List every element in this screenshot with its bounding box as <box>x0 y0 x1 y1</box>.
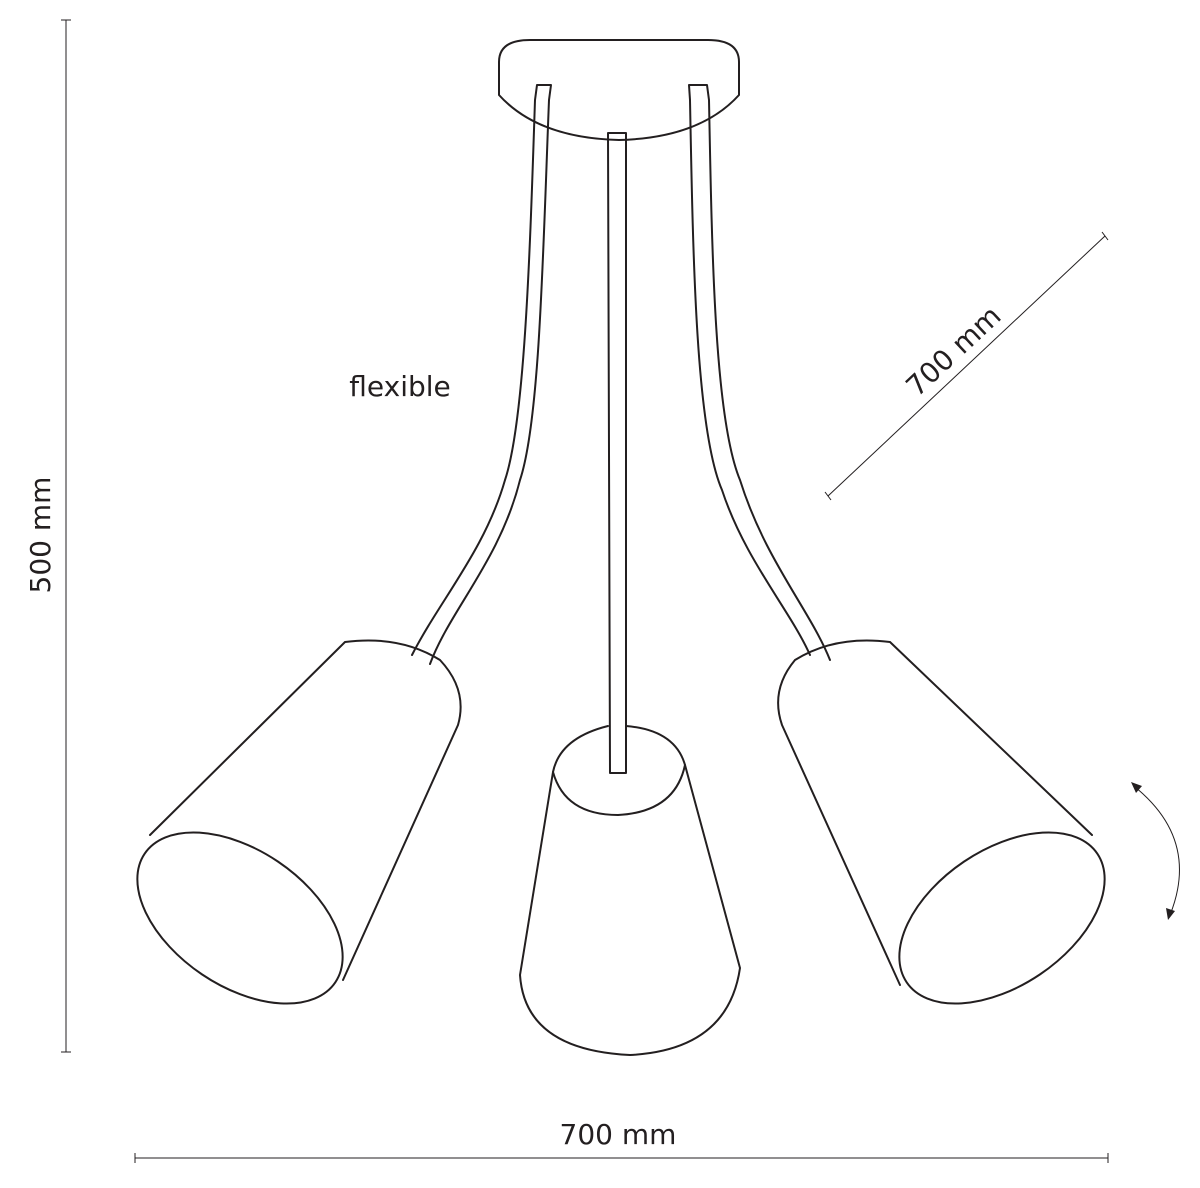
right-flexible-arm <box>688 84 831 661</box>
rotation-arrow-icon <box>1131 782 1180 920</box>
flexible-label: flexible <box>349 370 451 403</box>
left-flexible-arm <box>411 84 552 665</box>
left-lamp-shade <box>136 639 462 1005</box>
ceiling-canopy <box>498 39 740 141</box>
right-lamp-shade <box>777 639 1106 1005</box>
height-dimension-line <box>61 19 71 1053</box>
width-dimension-line <box>134 1153 1109 1163</box>
arm-dimension-line <box>824 231 1109 501</box>
center-rod <box>607 132 627 774</box>
center-lamp-shade <box>519 725 741 1056</box>
arm-length-label: 700 mm <box>900 299 1008 403</box>
width-label: 700 mm <box>560 1118 677 1151</box>
height-label: 500 mm <box>24 477 57 594</box>
